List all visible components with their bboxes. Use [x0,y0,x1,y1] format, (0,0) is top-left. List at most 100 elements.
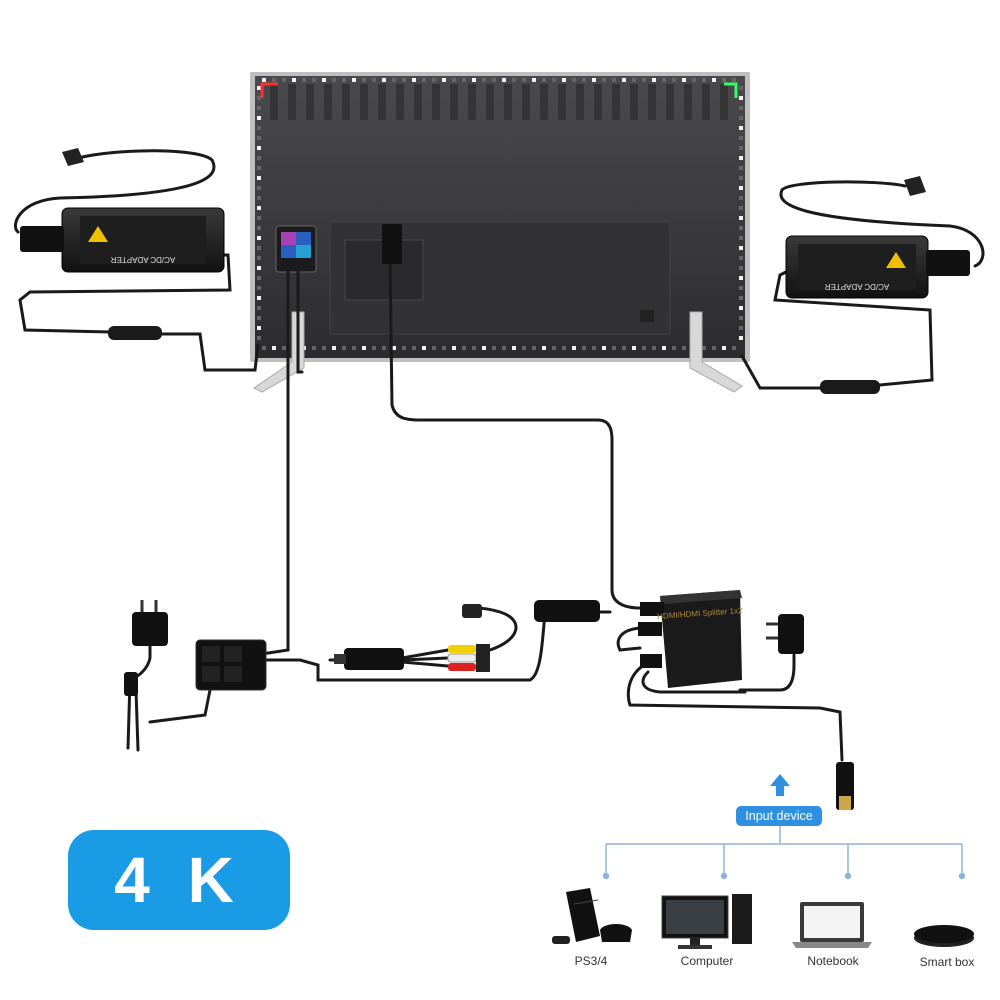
led-dot [732,78,736,82]
led-dot [602,78,606,82]
led-dot [462,78,466,82]
led-dot [739,326,743,330]
led-dot [422,78,426,82]
4k-badge: 4 K [68,830,290,930]
tv-rib [630,84,638,120]
led-dot [302,78,306,82]
led-dot [739,116,743,120]
led-dot [502,78,506,82]
led-controller [275,225,317,273]
led-dot [462,346,466,350]
led-dot [257,186,261,190]
led-dot [402,346,406,350]
led-dot [532,78,536,82]
tv-stand-right [689,311,743,393]
hdmi-plug-tv [382,224,402,264]
led-dot [257,206,261,210]
led-dot [739,306,743,310]
tv-rib [504,84,512,120]
hdmi-splitter: HDMI/HDMI Splitter 1x2 [638,590,743,688]
tv-rib [288,84,296,120]
led-dot [582,346,586,350]
tv-rib [666,84,674,120]
led-dot [512,346,516,350]
led-dot [257,306,261,310]
led-dot [732,346,736,350]
device-label-computer: Computer [680,954,734,968]
tv-rib [702,84,710,120]
led-dot [632,346,636,350]
led-dot [532,346,536,350]
led-dot [362,346,366,350]
cables [13,149,985,762]
dc-connector-left [108,326,162,340]
tv-rib [576,84,584,120]
tv-rib [342,84,350,120]
led-dot [739,276,743,280]
led-dot [257,316,261,320]
led-dot [612,346,616,350]
led-dot [622,346,626,350]
led-dot [492,78,496,82]
led-dot [522,78,526,82]
led-dot [257,176,261,180]
led-dot [257,146,261,150]
led-dot [262,346,266,350]
led-dot [739,136,743,140]
tv-rib [522,84,530,120]
led-dot [332,78,336,82]
led-dot [412,78,416,82]
up-arrow-icon [770,774,790,796]
power-adapter-left: AC/DC ADAPTER [20,148,225,273]
led-dot [322,346,326,350]
tv-rib [486,84,494,120]
led-dot [257,286,261,290]
led-dot [739,156,743,160]
led-dot [312,346,316,350]
tv-rib [594,84,602,120]
led-dot [739,96,743,100]
led-dot [739,166,743,170]
tv-rib [612,84,620,120]
tv-rib [324,84,332,120]
led-dot [739,206,743,210]
led-dot [382,78,386,82]
led-dot [522,346,526,350]
led-dot [739,226,743,230]
led-dot [702,346,706,350]
led-dot [662,346,666,350]
usb-wall-adapter [132,600,168,646]
led-dot [362,78,366,82]
led-dot [257,96,261,100]
led-dot [382,346,386,350]
led-dot [257,336,261,340]
game-console-icon [552,888,632,944]
tv-rib [306,84,314,120]
led-dot [562,346,566,350]
tv-rib [450,84,458,120]
led-dot [592,346,596,350]
device-label-ps: PS3/4 [574,954,608,968]
led-dot [257,276,261,280]
led-dot [739,196,743,200]
led-dot [692,78,696,82]
adapter-left-label: AC/DC ADAPTER [111,255,176,264]
led-glow [724,82,738,98]
power-adapter-right: AC/DC ADAPTER [785,176,970,299]
led-dot [739,146,743,150]
led-dot [739,296,743,300]
led-dot [402,78,406,82]
led-dot [257,216,261,220]
led-dot [622,78,626,82]
tv-rib [396,84,404,120]
led-dot [672,346,676,350]
tv-rib [684,84,692,120]
adapter-right-label: AC/DC ADAPTER [825,282,890,291]
led-dot [282,346,286,350]
led-dot [257,126,261,130]
smart-box-icon [914,925,974,947]
led-dot [682,346,686,350]
led-dot [632,78,636,82]
av-hdmi-converter [534,600,600,622]
